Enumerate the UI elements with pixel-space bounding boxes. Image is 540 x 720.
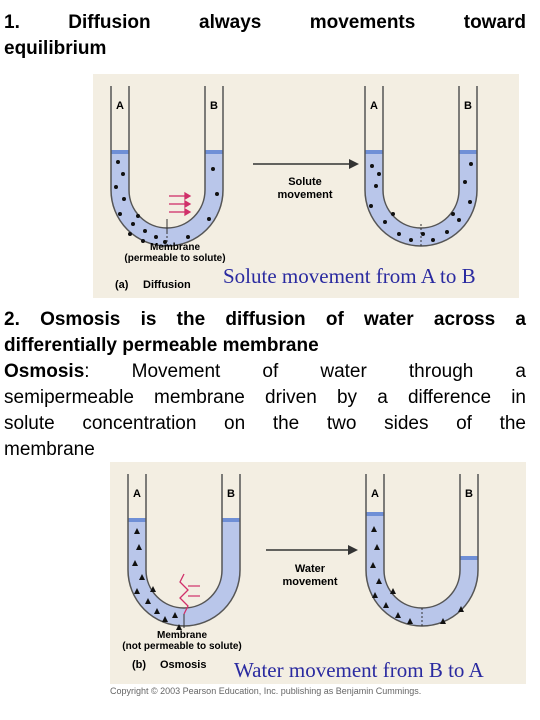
diffusion-before-water	[111, 150, 223, 246]
solute-triangles-before	[132, 528, 182, 630]
water-arrows	[188, 585, 200, 597]
arrow-label: Water	[295, 563, 326, 575]
osmosis-caption: Water movement from B to A	[234, 658, 484, 682]
diffusion-figure: A B Membrane (permeable to solute) (a) D…	[93, 74, 519, 298]
section-2-heading: 2. Osmosis is the diffusion of water acr…	[4, 307, 526, 359]
section-2-line-1: 2. Osmosis is the diffusion of water acr…	[4, 309, 526, 330]
section-1-number: 1.	[4, 12, 20, 33]
section-1-heading: 1. Diffusion always movements toward equ…	[4, 10, 526, 62]
tube-label-a: A	[370, 100, 378, 112]
membrane-label: Membrane	[157, 630, 207, 641]
membrane-label: Membrane	[150, 242, 200, 253]
membrane-label-detail: (permeable to solute)	[124, 253, 225, 264]
osmosis-figure: A B Membrane (not permeable to solute) (…	[110, 462, 526, 684]
membrane-arrows	[169, 191, 192, 217]
osmosis-term: Osmosis	[4, 361, 85, 382]
tube-label-b: B	[465, 488, 473, 500]
section-1-word: always	[199, 12, 262, 33]
section-1-word: Diffusion	[68, 12, 151, 33]
diffusion-caption: Solute movement from A to B	[223, 264, 476, 288]
osmosis-before-water	[128, 518, 240, 626]
tube-label-b: B	[227, 488, 235, 500]
definition-line-3: solute concentration on the two sides of…	[4, 413, 526, 434]
section-1-line-2: equilibrium	[4, 38, 107, 59]
definition-text: : Movement of water through a	[84, 361, 526, 382]
diffusion-diagram: A B Membrane (permeable to solute) (a) D…	[110, 86, 478, 291]
definition-line-1: Osmosis: Movement of water through a	[4, 359, 526, 385]
solute-triangles-after	[370, 526, 464, 624]
osmosis-definition: Osmosis: Movement of water through a sem…	[4, 359, 526, 463]
arrow-head-icon	[349, 159, 359, 169]
arrow-label: movement	[282, 576, 337, 588]
panel-tag: (a)	[115, 279, 129, 291]
membrane-squiggle	[179, 573, 189, 615]
diffusion-after-water	[365, 150, 477, 246]
osmosis-diagram: A B Membrane (not permeable to solute) (…	[122, 474, 479, 671]
definition-line-2: semipermeable membrane driven by a diffe…	[4, 387, 526, 408]
tube-label-a: A	[116, 100, 124, 112]
panel-tag: (b)	[132, 659, 146, 671]
tube-label-b: B	[210, 100, 218, 112]
arrow-label: movement	[277, 189, 332, 201]
section-2-line-2: differentially permeable membrane	[4, 335, 319, 356]
panel-title: Osmosis	[160, 659, 206, 671]
membrane-label-detail: (not permeable to solute)	[122, 641, 241, 652]
solute-dots-before	[114, 160, 219, 244]
arrow-label: Solute	[288, 176, 322, 188]
section-1-line-1: 1. Diffusion always movements toward	[4, 10, 526, 36]
section-1-word: movements	[309, 12, 416, 33]
panel-title: Diffusion	[143, 279, 191, 291]
osmosis-after-water	[366, 512, 478, 626]
definition-line-4: membrane	[4, 439, 95, 460]
arrow-head-icon	[348, 545, 358, 555]
section-1-word: toward	[463, 12, 527, 33]
tube-label-b: B	[464, 100, 472, 112]
solute-dots-after	[369, 162, 473, 242]
copyright-notice: Copyright © 2003 Pearson Education, Inc.…	[110, 686, 422, 696]
tube-label-a: A	[133, 488, 141, 500]
tube-label-a: A	[371, 488, 379, 500]
